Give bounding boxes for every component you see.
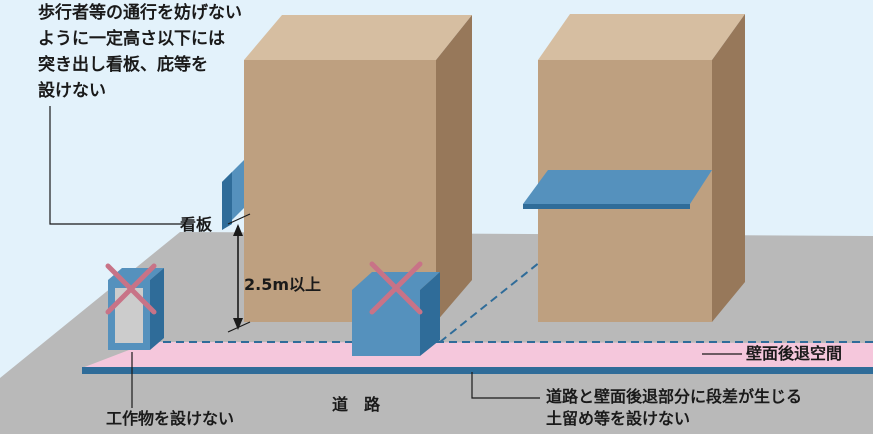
canopy-top — [523, 170, 712, 204]
middle-block — [352, 272, 440, 356]
structure-rule-label: 工作物を設けない — [106, 409, 235, 428]
height-dimension — [227, 213, 251, 333]
step-rule-line2: 土留め等を設けない — [546, 409, 691, 428]
left-building-side — [436, 15, 472, 322]
main-rule-note: 歩行者等の通行を妨げない ように一定高さ以下には 突き出し看板、庇等を 設けない — [38, 3, 242, 101]
setback-zone — [82, 342, 873, 368]
canopy — [523, 170, 712, 209]
cross-mark-left — [105, 263, 157, 315]
cross-mark-middle — [369, 261, 423, 315]
right-building-top — [538, 14, 745, 60]
height-arrowhead-bottom — [233, 318, 243, 330]
left-structure — [108, 268, 164, 350]
signboard-object — [222, 160, 244, 230]
step-rule-line1: 道路と壁面後退部分に段差が生じる — [546, 387, 803, 406]
middle-block-side — [420, 272, 440, 356]
right-building-side — [712, 14, 745, 322]
right-building — [538, 14, 745, 322]
left-building-top — [244, 15, 472, 60]
road-label: 道 路 — [332, 395, 381, 414]
signboard-edge — [222, 172, 232, 230]
curb-line — [82, 367, 873, 374]
height-arrowhead-top — [233, 224, 243, 236]
step-rule-leader — [471, 372, 540, 399]
main-note-leader — [49, 106, 186, 225]
setback-space-label: 壁面後退空間 — [746, 344, 843, 363]
left-structure-side — [150, 268, 164, 350]
canopy-edge — [523, 204, 690, 209]
height-tick-top — [227, 213, 251, 225]
middle-block-top — [352, 272, 440, 290]
height-limit-label: 2.5m以上 — [244, 275, 322, 294]
setback-boundary-diagonal — [439, 257, 546, 343]
signboard-label: 看板 — [180, 215, 213, 234]
